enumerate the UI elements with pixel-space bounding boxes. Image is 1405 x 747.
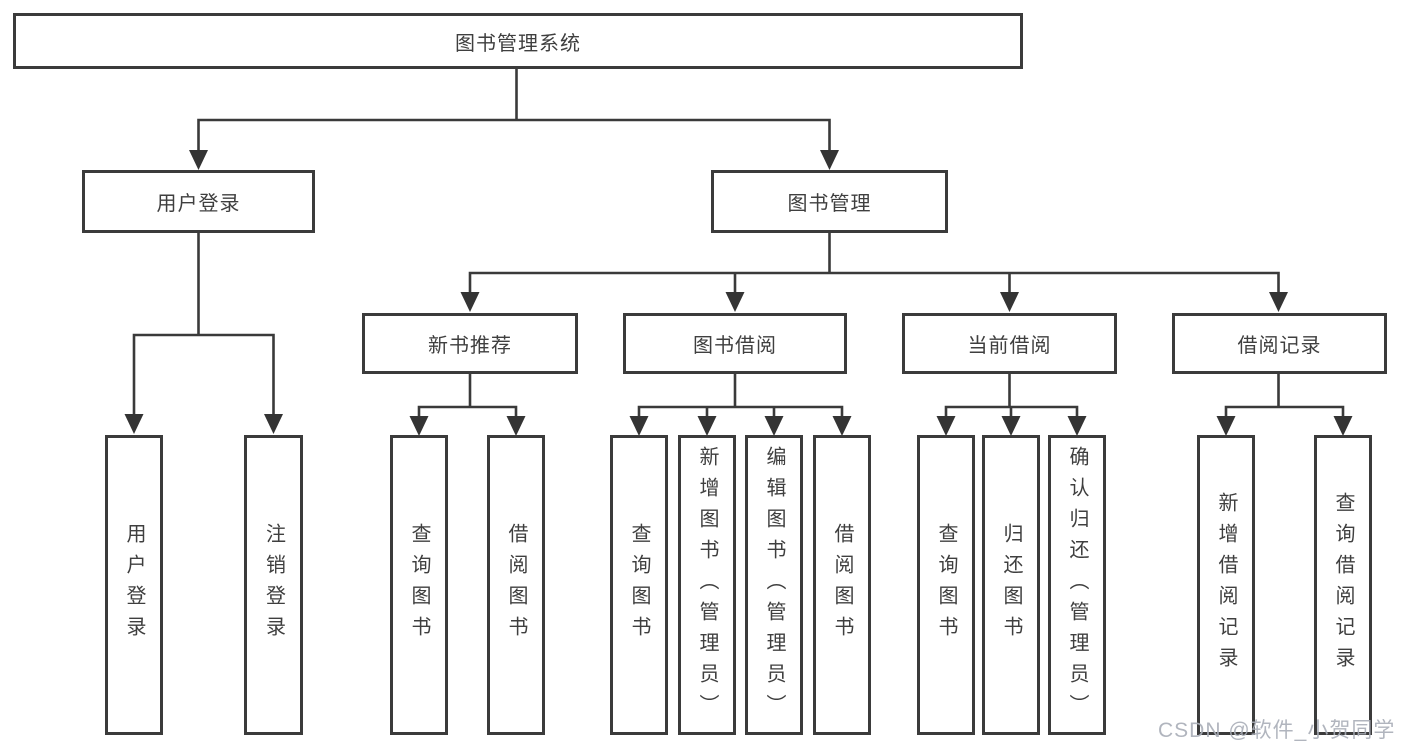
- leaf-current-query-books: 查询图书: [917, 435, 975, 735]
- node-new-book-recommend: 新书推荐: [362, 313, 578, 374]
- leaf-records-query-record-label: 查询借阅记录: [1332, 492, 1354, 678]
- leaf-current-confirm-return-admin-label: 确认归还（管理员）: [1066, 445, 1088, 725]
- leaf-newrec-borrow-books-label: 借阅图书: [505, 523, 527, 647]
- node-borrow-records: 借阅记录: [1172, 313, 1387, 374]
- leaf-user-login-label: 用户登录: [123, 523, 145, 647]
- node-library-system: 图书管理系统: [13, 13, 1023, 69]
- leaf-newrec-query-books-label: 查询图书: [408, 523, 430, 647]
- csdn-watermark: CSDN @软件_小贺同学: [1158, 719, 1396, 742]
- leaf-borrow-edit-books-admin-label: 编辑图书（管理员）: [763, 445, 785, 725]
- leaf-records-add-record: 新增借阅记录: [1197, 435, 1255, 735]
- leaf-current-return-books: 归还图书: [982, 435, 1040, 735]
- leaf-borrow-add-books-admin-label: 新增图书（管理员）: [696, 445, 718, 725]
- leaf-newrec-borrow-books: 借阅图书: [487, 435, 545, 735]
- leaf-user-login: 用户登录: [105, 435, 163, 735]
- leaf-current-confirm-return-admin: 确认归还（管理员）: [1048, 435, 1106, 735]
- leaf-records-query-record: 查询借阅记录: [1314, 435, 1372, 735]
- leaf-current-query-books-label: 查询图书: [935, 523, 957, 647]
- leaf-borrow-edit-books-admin: 编辑图书（管理员）: [745, 435, 803, 735]
- leaf-borrow-query-books-label: 查询图书: [628, 523, 650, 647]
- leaf-records-add-record-label: 新增借阅记录: [1215, 492, 1237, 678]
- node-book-borrow: 图书借阅: [623, 313, 847, 374]
- leaf-borrow-query-books: 查询图书: [610, 435, 668, 735]
- leaf-borrow-borrow-books: 借阅图书: [813, 435, 871, 735]
- leaf-newrec-query-books: 查询图书: [390, 435, 448, 735]
- node-book-management: 图书管理: [711, 170, 948, 233]
- node-current-borrow: 当前借阅: [902, 313, 1117, 374]
- leaf-logout-login: 注销登录: [244, 435, 303, 735]
- node-user-login: 用户登录: [82, 170, 315, 233]
- leaf-current-return-books-label: 归还图书: [1000, 523, 1022, 647]
- leaf-borrow-add-books-admin: 新增图书（管理员）: [678, 435, 736, 735]
- leaf-logout-login-label: 注销登录: [262, 523, 285, 647]
- leaf-borrow-borrow-books-label: 借阅图书: [831, 523, 853, 647]
